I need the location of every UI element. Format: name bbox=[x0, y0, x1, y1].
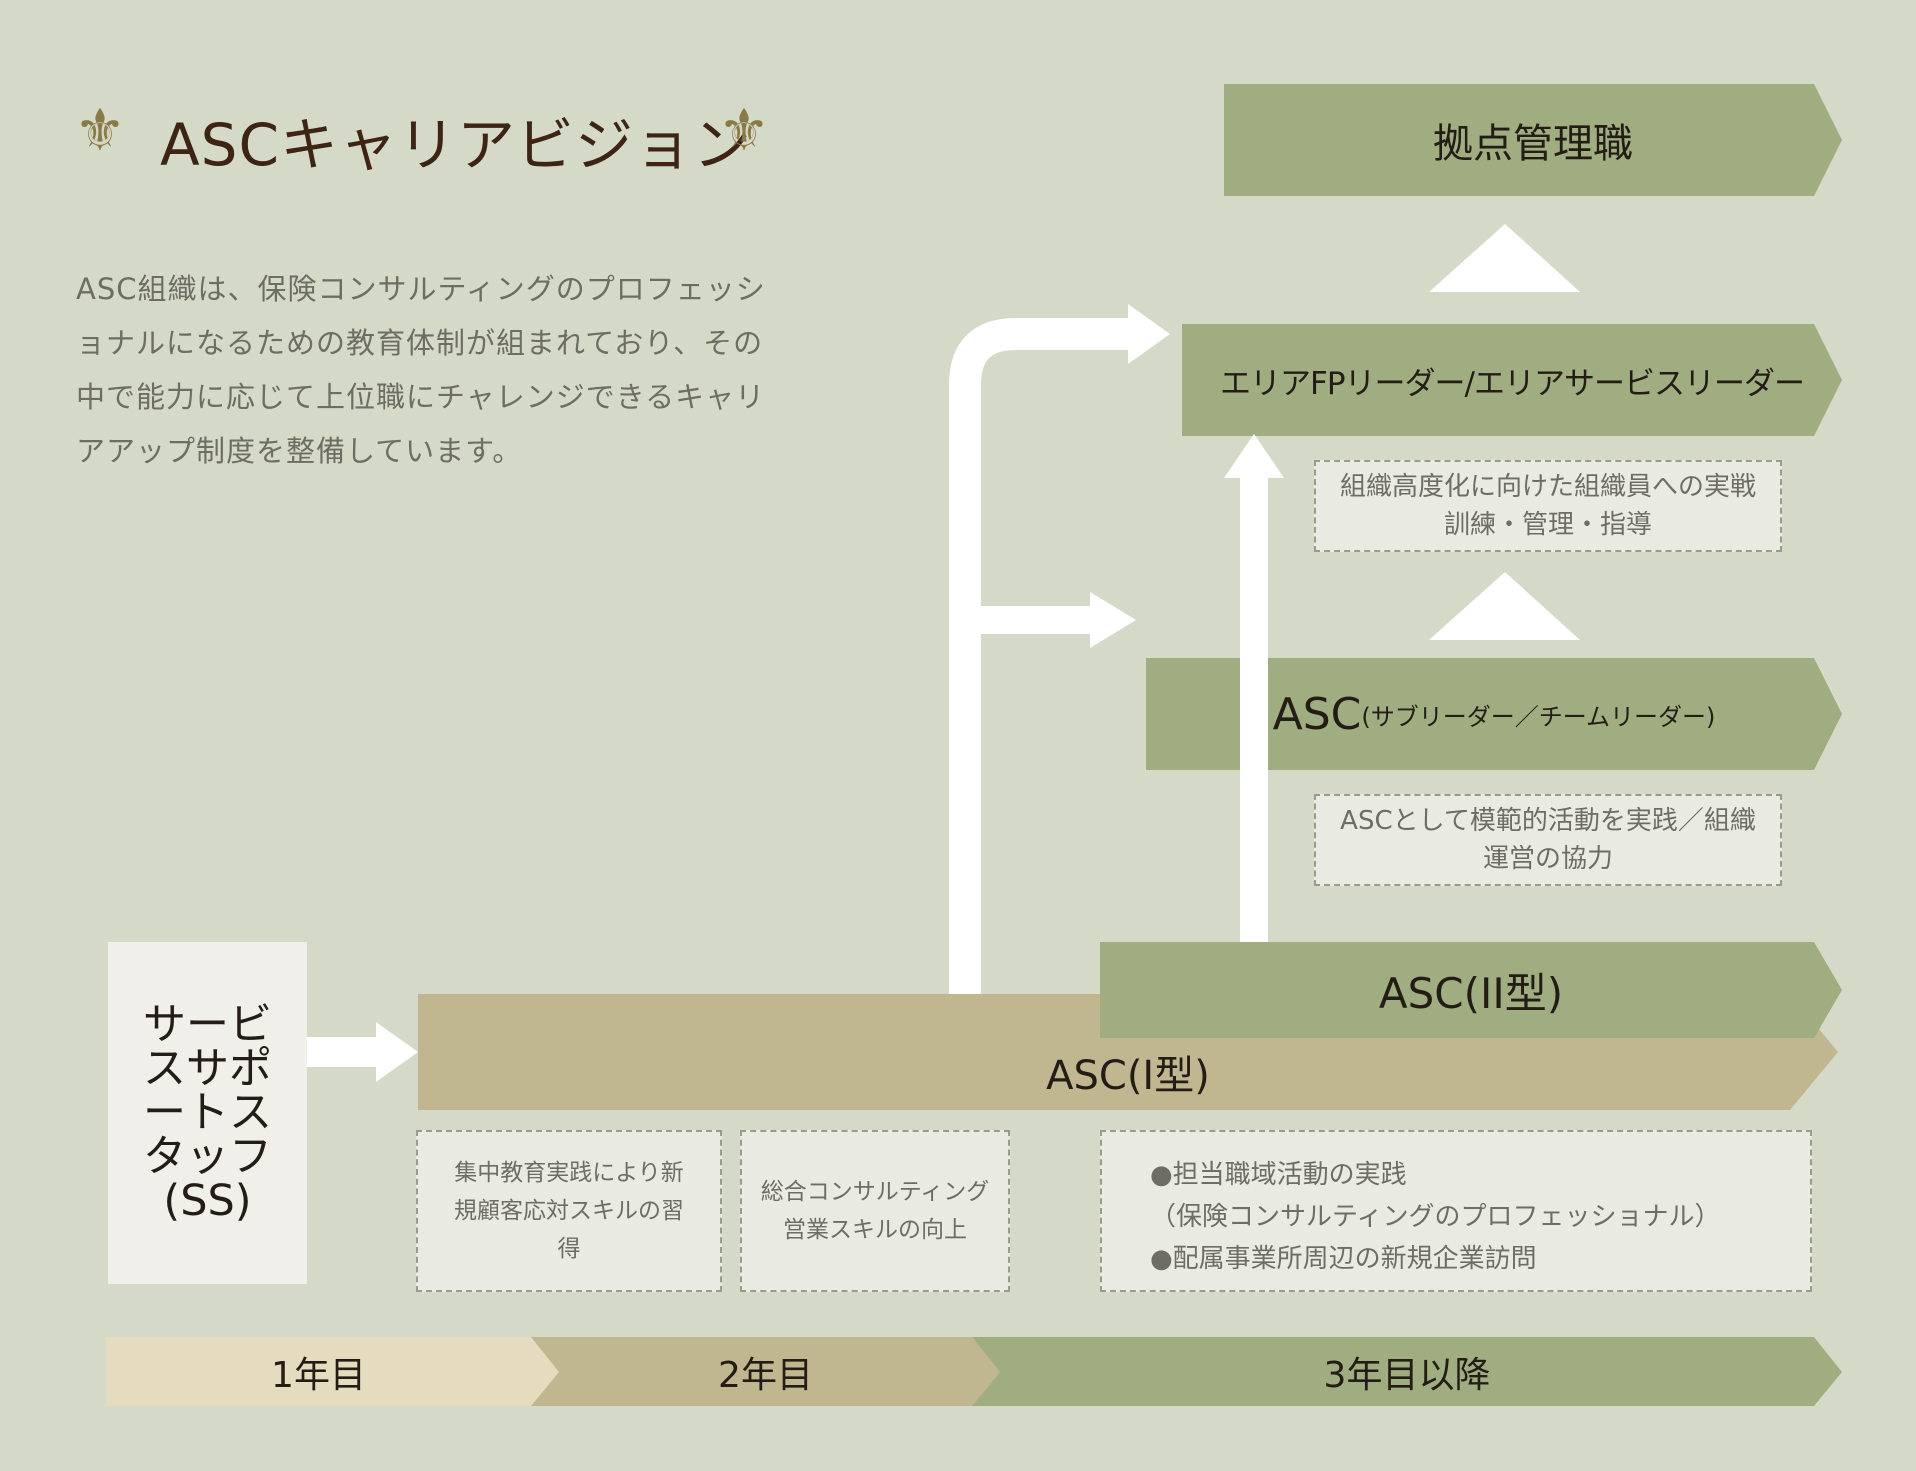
vertical-arrow-head bbox=[1224, 434, 1284, 478]
timeline-year3-label: 3年目以降 bbox=[1323, 1354, 1491, 1396]
note-year3-line1: ●担当職域活動の実践 bbox=[1150, 1160, 1407, 1190]
asc2-banner bbox=[1100, 942, 1842, 1038]
career-path-arrow-head-top bbox=[1128, 304, 1170, 364]
note-asc-leader: ASCとして模範的活動を実践／組織運営の協力 bbox=[1314, 794, 1782, 886]
fleur-right-icon: ⚜ bbox=[718, 96, 770, 164]
up-triangle-middle bbox=[1429, 572, 1580, 640]
fleur-left-icon: ⚜ bbox=[74, 96, 126, 164]
asc-leader-banner bbox=[1146, 658, 1842, 770]
ss-label: サービスサポートスタッフ(SS) bbox=[143, 1000, 272, 1226]
ss-arrow-head bbox=[376, 1022, 418, 1082]
vertical-arrow-shaft bbox=[1240, 474, 1268, 944]
timeline-year2 bbox=[531, 1337, 1000, 1406]
career-path-branch-head bbox=[1090, 592, 1136, 648]
timeline-year2-label: 2年目 bbox=[718, 1354, 813, 1396]
asc2-label: ASC(II型) bbox=[1378, 968, 1564, 1018]
career-path-branch bbox=[980, 606, 1092, 634]
asc-leader-sub: (サブリーダー／チームリーダー) bbox=[1361, 702, 1716, 731]
asc-leader-label: ASC(サブリーダー／チームリーダー) bbox=[1146, 658, 1842, 770]
note-year3-line3: ●配属事業所周辺の新規企業訪問 bbox=[1150, 1244, 1537, 1274]
area-label: エリアFPリーダー/エリアサービスリーダー bbox=[1220, 365, 1805, 402]
asc1-label: ASC(I型) bbox=[1046, 1053, 1210, 1099]
asc-leader-main: ASC bbox=[1272, 688, 1362, 740]
intro-text: ASC組織は、保険コンサルティングのプロフェッショナルになるための教育体制が組ま… bbox=[76, 272, 766, 468]
kyoten-banner bbox=[1224, 84, 1842, 196]
kyoten-label: 拠点管理職 bbox=[1433, 121, 1633, 167]
note-year3: ●担当職域活動の実践 （保険コンサルティングのプロフェッショナル） ●配属事業所… bbox=[1100, 1130, 1812, 1292]
page-title: ASCキャリアビジョン bbox=[160, 111, 752, 179]
timeline-year1-label: 1年目 bbox=[271, 1354, 366, 1396]
timeline-year3 bbox=[972, 1337, 1842, 1406]
up-triangle-top bbox=[1429, 224, 1580, 292]
note-year2: 総合コンサルティング営業スキルの向上 bbox=[740, 1130, 1010, 1292]
area-banner bbox=[1182, 324, 1842, 436]
note-area: 組織高度化に向けた組織員への実戦訓練・管理・指導 bbox=[1314, 460, 1782, 552]
note-year3-line2: （保険コンサルティングのプロフェッショナル） bbox=[1150, 1202, 1721, 1232]
career-path-arrow bbox=[949, 318, 1132, 995]
ss-box: サービスサポートスタッフ(SS) bbox=[108, 942, 307, 1284]
note-year1: 集中教育実践により新規顧客応対スキルの習得 bbox=[416, 1130, 722, 1292]
ss-arrow-shaft bbox=[307, 1037, 379, 1067]
timeline-year1 bbox=[106, 1337, 559, 1406]
